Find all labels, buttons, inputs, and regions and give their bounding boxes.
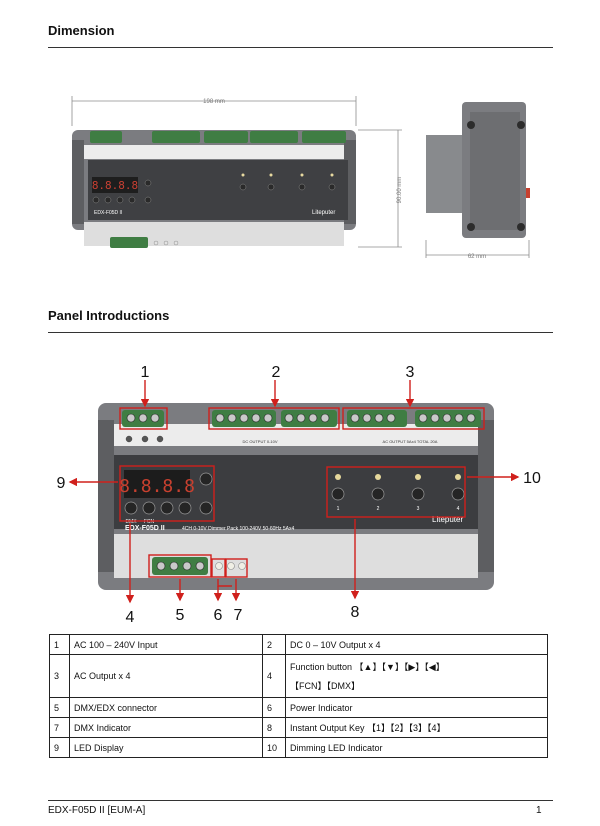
callout-3: 3 (406, 364, 415, 381)
table-row: 3 AC Output x 4 4 Function button 【▲】【▼】… (49, 654, 548, 698)
width-label: 198 mm (203, 99, 225, 105)
table-row: 7 DMX Indicator 8 Instant Output Key 【1】… (49, 717, 548, 738)
svg-text:8.8.8.8: 8.8.8.8 (92, 179, 138, 192)
ac-input-terminal (122, 410, 164, 427)
dimension-heading-rule (48, 47, 553, 48)
row-description-line1: Function button 【▲】【▼】【▶】【◀】 (290, 662, 445, 672)
callout-1: 1 (141, 364, 150, 381)
key-label-4: 4 (457, 506, 460, 512)
row-description-text: AC Output x 4 (74, 671, 131, 681)
dmx-button-label: DMX (125, 519, 137, 525)
row-number: 2 (262, 634, 286, 655)
callout-6: 6 (214, 607, 223, 624)
row-number: 6 (262, 697, 286, 718)
function-buttons (124, 472, 213, 515)
footer-doc-id: EDX-F05D II [EUM-A] (48, 805, 146, 816)
row-description: AC Output x 4 (69, 654, 263, 698)
front-view: 8.8.8.8 EDX-F05D II Liteputer (72, 130, 356, 248)
callout-boxes (119, 407, 485, 578)
height-label: 90.00 mm (397, 177, 403, 204)
row-number: 7 (49, 717, 70, 738)
side-view (426, 102, 530, 238)
height-dimension (358, 129, 402, 248)
panel-heading-rule (48, 332, 553, 333)
row-number: 3 (49, 654, 70, 698)
row-number: 1 (49, 634, 70, 655)
dmx-connector (152, 557, 208, 575)
power-indicator (215, 562, 223, 570)
model-label: EDX-F05D II (125, 525, 165, 532)
callout-8: 8 (351, 604, 360, 621)
row-number: 4 (262, 654, 286, 698)
table-row: 9 LED Display 10 Dimming LED Indicator (49, 737, 548, 758)
table-row: 5 DMX/EDX connector 6 Power Indicator (49, 697, 548, 718)
dimension-drawing: 198 mm 8.8.8.8 EDX-F05D II Liteputer (71, 96, 530, 260)
key-label-3: 3 (417, 506, 420, 512)
panel-drawing: DC OUTPUT 0-10V AC OUTPUT 5Ax4 TOTAL 20A… (57, 364, 541, 626)
row-number: 9 (49, 737, 70, 758)
panel-spec-table: 1 AC 100 – 240V Input 2 DC 0 – 10V Outpu… (49, 634, 548, 758)
dc-output-terminals (212, 410, 337, 427)
row-description: DMX/EDX connector (69, 697, 263, 718)
callout-9: 9 (57, 475, 66, 492)
callout-4: 4 (126, 609, 135, 626)
dimming-leds (335, 474, 461, 480)
front-model-label: EDX-F05D II (94, 210, 122, 216)
ac-output-terminals (347, 410, 481, 427)
panel-heading: Panel Introductions (48, 308, 170, 323)
row-description: LED Display (69, 737, 263, 758)
depth-dimension (425, 240, 530, 258)
row-description: Dimming LED Indicator (285, 737, 548, 758)
callout-7: 7 (234, 607, 243, 624)
footer-rule (48, 800, 553, 801)
row-description-line2: 【FCN】【DMX】 (290, 681, 360, 691)
width-dimension (71, 96, 357, 126)
depth-label: 62 mm (468, 254, 486, 260)
key-label-1: 1 (337, 506, 340, 512)
front-brand-label: Liteputer (312, 210, 335, 216)
led-display: 8.8.8.8 (119, 476, 195, 497)
key-label-2: 2 (377, 506, 380, 512)
row-description: AC 100 – 240V Input (69, 634, 263, 655)
row-description: Function button 【▲】【▼】【▶】【◀】 【FCN】【DMX】 (285, 654, 548, 698)
dimension-heading: Dimension (48, 23, 115, 38)
ac-output-label: AC OUTPUT 5Ax4 TOTAL 20A (383, 439, 438, 444)
row-number: 5 (49, 697, 70, 718)
callout-5: 5 (176, 607, 185, 624)
row-description: Instant Output Key 【1】【2】【3】【4】 (285, 717, 548, 738)
footer-page-number: 1 (536, 805, 542, 816)
row-description: DMX Indicator (69, 717, 263, 738)
row-description: DC 0 – 10V Output x 4 (285, 634, 548, 655)
callout-2: 2 (272, 364, 281, 381)
row-number: 8 (262, 717, 286, 738)
row-number: 10 (262, 737, 286, 758)
fcn-button-label: FCN (144, 519, 155, 525)
table-row: 1 AC 100 – 240V Input 2 DC 0 – 10V Outpu… (49, 634, 548, 655)
instant-output-keys (331, 487, 465, 501)
dmx-indicator (227, 562, 235, 570)
spec-label: 4CH 0-10V Dimmer Pack 100-240V 50-60Hz 5… (182, 526, 294, 532)
brand-label: Liteputer (432, 515, 463, 524)
dc-output-label: DC OUTPUT 0-10V (242, 439, 277, 444)
row-description: Power Indicator (285, 697, 548, 718)
callout-10: 10 (523, 470, 541, 487)
